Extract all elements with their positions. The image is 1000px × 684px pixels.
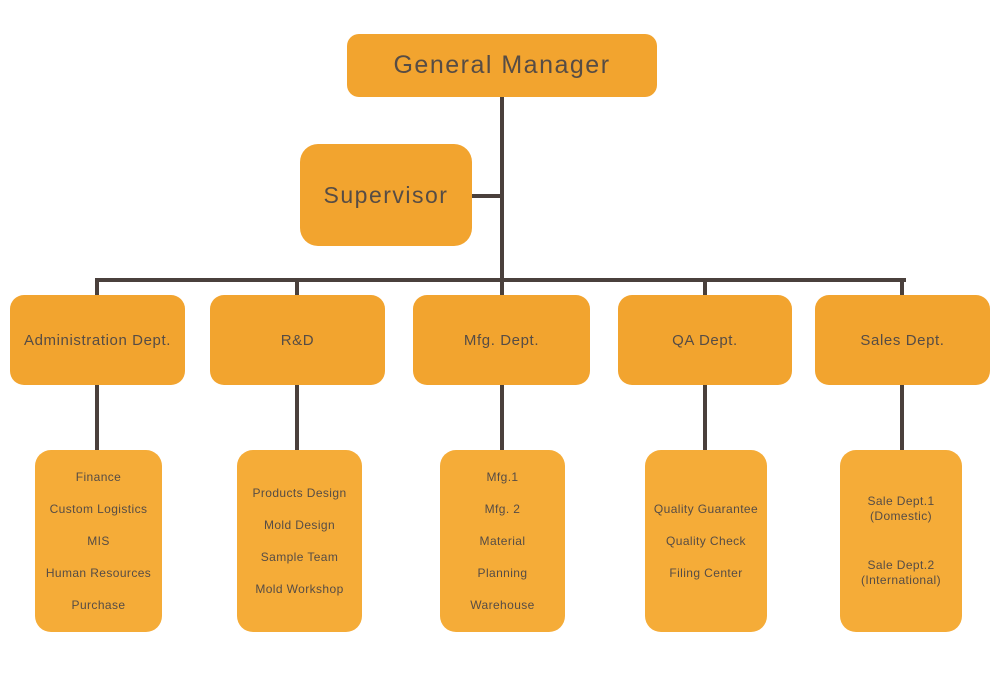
list-item: Mold Workshop bbox=[255, 581, 344, 596]
connector-sales-bottom bbox=[900, 385, 904, 450]
connector-rd-top bbox=[295, 278, 299, 296]
list-item: Warehouse bbox=[470, 597, 535, 612]
connector-trunk-vertical bbox=[500, 97, 504, 281]
list-item: Products Design bbox=[252, 485, 347, 500]
list-item: Finance bbox=[75, 469, 122, 484]
connector-admin-top bbox=[95, 278, 99, 296]
connector-qa-top bbox=[703, 278, 707, 296]
list-item: Quality Check bbox=[666, 533, 746, 548]
connector-mfg-bottom bbox=[500, 385, 504, 450]
list-item: Planning bbox=[477, 565, 528, 580]
list-item: Mold Design bbox=[263, 517, 336, 532]
node-qa-dept-label: QA Dept. bbox=[672, 331, 738, 349]
sales-subunit-list: Sale Dept.1 (Domestic) Sale Dept.2 (Inte… bbox=[840, 450, 962, 632]
connector-sales-top bbox=[900, 278, 904, 296]
list-item: Filing Center bbox=[669, 565, 743, 580]
list-item: Mfg.1 bbox=[486, 469, 519, 484]
node-mfg-dept: Mfg. Dept. bbox=[413, 295, 590, 385]
list-item: MIS bbox=[87, 533, 110, 548]
node-administration-dept-label: Administration Dept. bbox=[23, 331, 172, 349]
node-general-manager-label: General Manager bbox=[393, 51, 611, 79]
list-item: Sale Dept.1 (Domestic) bbox=[867, 495, 934, 523]
list-item: Custom Logistics bbox=[49, 501, 148, 516]
mfg-subunit-list: Mfg.1 Mfg. 2 Material Planning Warehouse bbox=[440, 450, 565, 632]
node-mfg-dept-label: Mfg. Dept. bbox=[463, 331, 540, 349]
node-sales-subunits: Sale Dept.1 (Domestic) Sale Dept.2 (Inte… bbox=[840, 450, 962, 632]
node-rd-dept: R&D bbox=[210, 295, 385, 385]
connector-mfg-top bbox=[500, 278, 504, 296]
node-mfg-subunits: Mfg.1 Mfg. 2 Material Planning Warehouse bbox=[440, 450, 565, 632]
node-qa-dept: QA Dept. bbox=[618, 295, 792, 385]
node-supervisor: Supervisor bbox=[300, 144, 472, 246]
list-item: Mfg. 2 bbox=[484, 501, 521, 516]
node-administration-dept: Administration Dept. bbox=[10, 295, 185, 385]
node-administration-subunits: Finance Custom Logistics MIS Human Resou… bbox=[35, 450, 162, 632]
sales-subunit-name: Sale Dept.2 bbox=[867, 558, 935, 572]
list-item: Material bbox=[479, 533, 526, 548]
list-item: Sale Dept.2 (International) bbox=[861, 559, 941, 587]
administration-subunit-list: Finance Custom Logistics MIS Human Resou… bbox=[35, 450, 162, 632]
sales-subunit-name: Sale Dept.1 bbox=[867, 494, 935, 508]
list-item: Purchase bbox=[71, 597, 126, 612]
list-item: Human Resources bbox=[45, 565, 152, 580]
node-sales-dept-label: Sales Dept. bbox=[860, 331, 945, 349]
sales-subunit-scope: (Domestic) bbox=[869, 509, 932, 523]
node-qa-subunits: Quality Guarantee Quality Check Filing C… bbox=[645, 450, 767, 632]
connector-rd-bottom bbox=[295, 385, 299, 450]
list-item: Sample Team bbox=[260, 549, 339, 564]
node-sales-dept: Sales Dept. bbox=[815, 295, 990, 385]
list-item: Quality Guarantee bbox=[653, 501, 759, 516]
node-general-manager: General Manager bbox=[347, 34, 657, 97]
connector-supervisor bbox=[470, 194, 502, 198]
sales-subunit-scope: (International) bbox=[860, 573, 942, 587]
node-rd-subunits: Products Design Mold Design Sample Team … bbox=[237, 450, 362, 632]
rd-subunit-list: Products Design Mold Design Sample Team … bbox=[237, 450, 362, 632]
connector-admin-bottom bbox=[95, 385, 99, 450]
connector-qa-bottom bbox=[703, 385, 707, 450]
qa-subunit-list: Quality Guarantee Quality Check Filing C… bbox=[645, 450, 767, 632]
node-supervisor-label: Supervisor bbox=[323, 181, 449, 208]
node-rd-dept-label: R&D bbox=[280, 331, 315, 349]
